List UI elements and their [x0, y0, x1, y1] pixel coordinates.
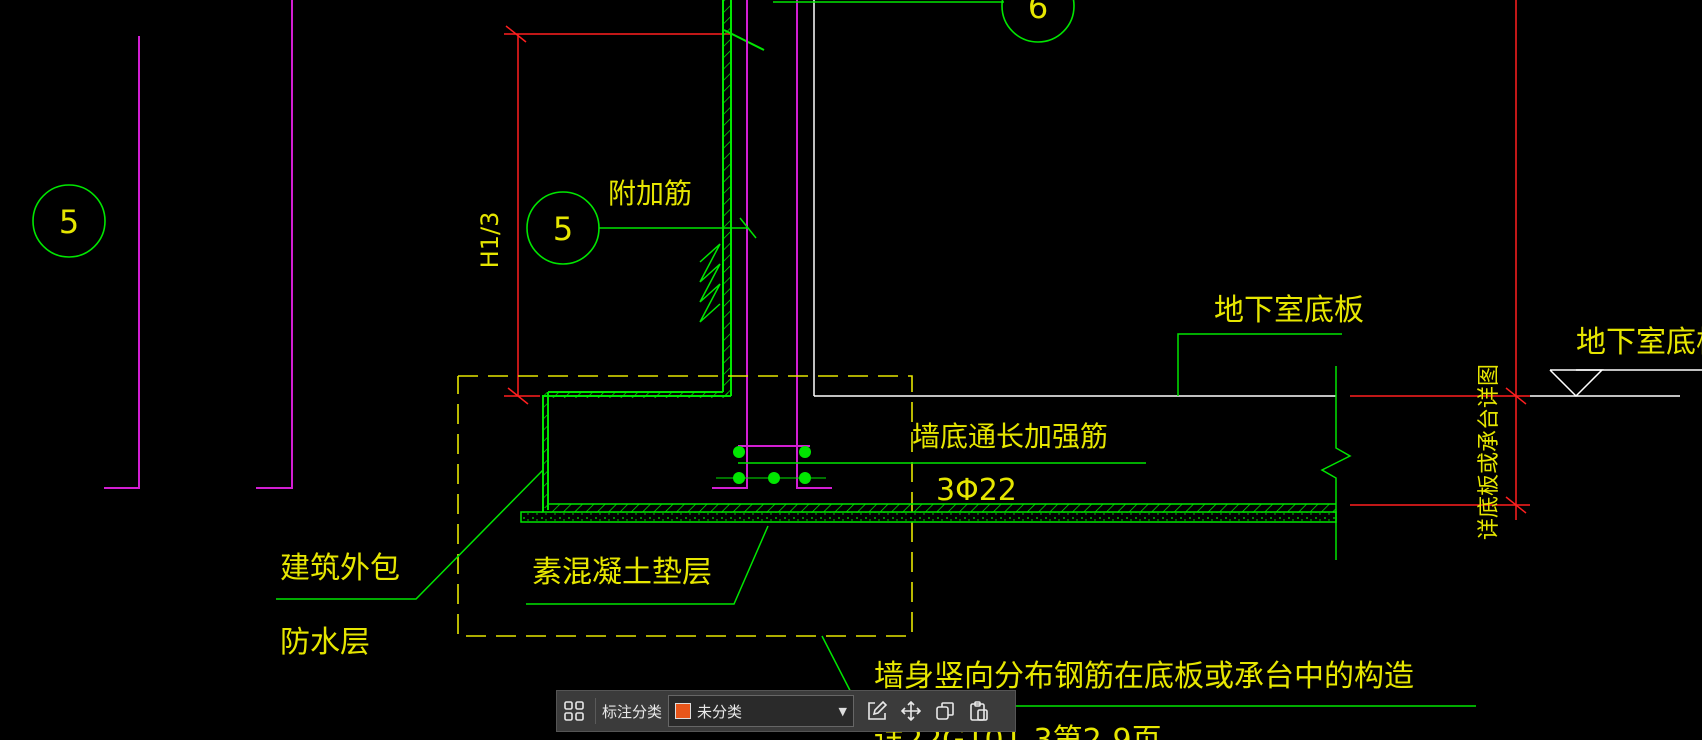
edit-icon[interactable] [860, 694, 894, 728]
category-dropdown[interactable]: 未分类 ▼ [668, 695, 855, 727]
category-label: 标注分类 [602, 702, 663, 721]
paste-icon[interactable] [962, 694, 996, 728]
detail-title: 墙身竖向分布钢筋在底板或承台中的构造 [874, 659, 1414, 694]
wall-bottom-bars [716, 446, 1146, 484]
basement-slab-top-label: 地下室底板面 [1576, 325, 1702, 360]
chevron-down-icon: ▼ [838, 704, 848, 718]
category-dropdown-value: 未分类 [697, 702, 743, 721]
toolbar-separator [595, 698, 596, 724]
slab-break-line [1320, 366, 1352, 560]
additional-bar-label: 附加筋 [608, 177, 692, 210]
plain-concrete-label: 素混凝土垫层 [532, 555, 712, 590]
grid-icon[interactable] [557, 694, 591, 728]
dashed-region [457, 375, 913, 637]
elevation-marker [1549, 369, 1702, 398]
callout-5-left: 5 [32, 184, 106, 258]
left-member-lines [104, 0, 293, 489]
dim-h13-label: H1/3 [476, 212, 504, 269]
callout-6-label: 6 [1028, 0, 1048, 26]
waterproof-leader [276, 469, 544, 600]
wall-side-hatch [542, 396, 548, 508]
wall-hatch [724, 0, 730, 396]
see-detail-label: 详底板或承台详图 [1477, 364, 1502, 540]
break-hatch [699, 243, 721, 323]
wall-edges [542, 0, 765, 512]
waterproof-label-1: 建筑外包 [280, 551, 400, 586]
wall-base-hatch [543, 392, 728, 398]
waterproof-label-2: 防水层 [280, 625, 370, 660]
bar-spec-label: 3Φ22 [936, 473, 1017, 508]
move-icon[interactable] [894, 694, 928, 728]
dimension-lines [504, 0, 1530, 520]
basement-slab-leader [1177, 333, 1342, 396]
slab-bottom-hatch [548, 504, 1336, 512]
callout-6-top: 6 [773, 0, 1075, 43]
callout-5-mid: 5 [526, 191, 757, 265]
callout-5-mid-label: 5 [553, 210, 573, 248]
plain-concrete-leader [526, 525, 769, 605]
basement-slab-label: 地下室底板 [1214, 293, 1364, 328]
annotation-toolbar: 标注分类 未分类 ▼ [556, 690, 1016, 732]
copy-icon[interactable] [928, 694, 962, 728]
vertical-rebar [712, 0, 832, 489]
plain-concrete-layer [520, 511, 1337, 523]
callout-5-left-label: 5 [59, 203, 79, 241]
slab-outline [813, 0, 1680, 397]
category-color-swatch [675, 703, 692, 719]
wall-bottom-bar-label: 墙底通长加强筋 [912, 420, 1108, 453]
